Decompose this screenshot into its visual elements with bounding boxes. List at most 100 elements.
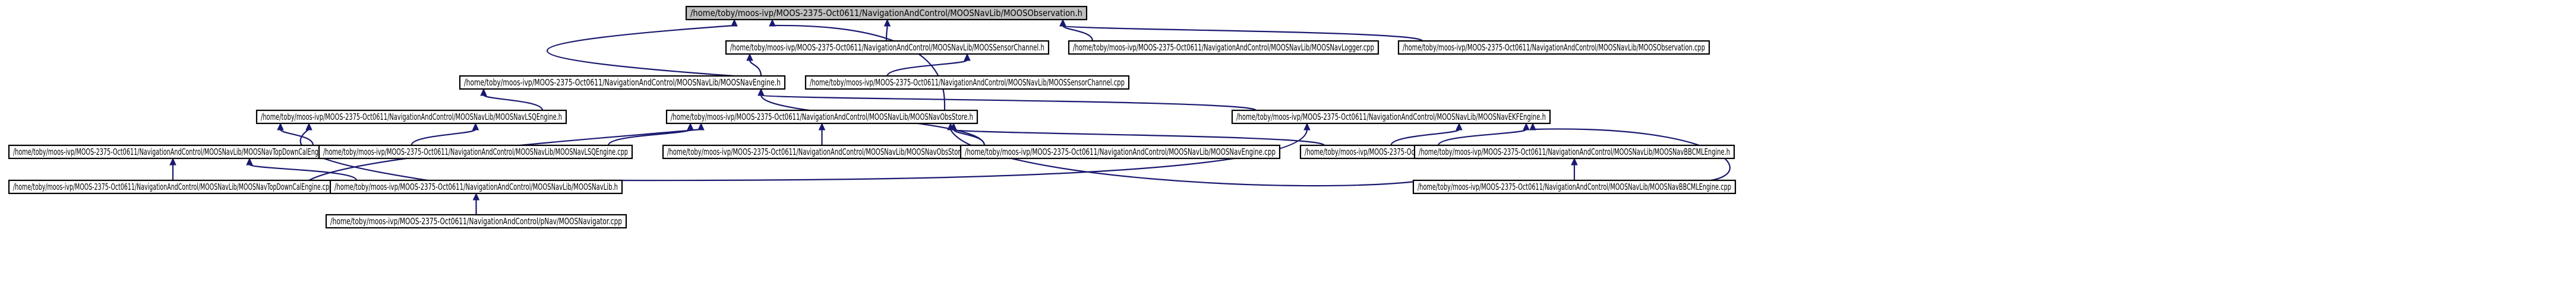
file-node-box [959, 144, 1281, 160]
include-edge-sensor_h-to-engine_h [746, 53, 762, 77]
file-node-box [1413, 144, 1735, 160]
file-node-box [325, 214, 627, 229]
file-node-label: /home/toby/moos-ivp/MOOS-2375-Oct0611/Na… [1403, 42, 1705, 53]
file-node-label: /home/toby/moos-ivp/MOOS-2375-Oct0611/Na… [671, 112, 973, 122]
edge-arrowhead [947, 122, 954, 131]
include-edge-ekf_h-to-bbcml_h [1437, 122, 1530, 146]
edge-line [1390, 128, 1460, 146]
include-edge-lse_h-to-tdc_h [277, 122, 314, 146]
file-node-label: /home/toby/moos-ivp/MOOS-2375-Oct0611/Na… [667, 147, 977, 157]
edges-layer [169, 18, 1731, 215]
file-node-box [1068, 40, 1379, 55]
file-node-sensor-cpp[interactable]: /home/toby/moos-ivp/MOOS-2375-Oct0611/Na… [804, 75, 1130, 90]
file-node-box [665, 109, 978, 125]
file-node-label: /home/toby/moos-ivp/MOOS-2375-Oct0611/Na… [323, 147, 628, 157]
edge-arrowhead [818, 122, 826, 131]
edge-arrowhead [1456, 122, 1463, 131]
edge-line [749, 59, 762, 77]
file-node-box [329, 179, 623, 195]
edge-arrowhead [305, 122, 312, 131]
file-node-label: /home/toby/moos-ivp/MOOS-2375-Oct0611/Na… [464, 77, 781, 88]
file-node-lse-cpp[interactable]: /home/toby/moos-ivp/MOOS-2375-Oct0611/Na… [318, 144, 633, 160]
include-edge-engine_h-to-lse_h [480, 88, 544, 111]
file-node-navigator-cpp[interactable]: /home/toby/moos-ivp/MOOS-2375-Oct0611/Na… [325, 214, 627, 229]
edge-arrowhead [746, 53, 753, 61]
file-node-box [318, 144, 633, 160]
edge-line [760, 94, 1257, 112]
file-node-lse-h[interactable]: /home/toby/moos-ivp/MOOS-2375-Oct0611/Na… [255, 109, 567, 125]
edge-line [1062, 24, 1423, 42]
edge-arrowhead [1303, 122, 1311, 131]
file-node-obsstore-h[interactable]: /home/toby/moos-ivp/MOOS-2375-Oct0611/Na… [665, 109, 978, 125]
include-edge-obsstore_h-to-engine_cpp [950, 122, 986, 146]
edge-arrowhead [1523, 122, 1530, 131]
edge-arrowhead [169, 157, 176, 166]
edge-arrowhead [697, 122, 705, 131]
file-node-navlib-h[interactable]: /home/toby/moos-ivp/MOOS-2375-Oct0611/Na… [329, 179, 623, 195]
include-edge-ekf_h-to-ekf_cpp [1390, 122, 1463, 146]
file-node-tdc-cpp[interactable]: /home/toby/moos-ivp/MOOS-2375-Oct0611/Na… [8, 179, 338, 195]
edge-line [1062, 25, 1094, 42]
edge-arrowhead [480, 88, 487, 96]
include-edge-bbcml_h-to-bbcml_cpp [1571, 157, 1578, 181]
include-edge-obsstore_h-to-ekf_cpp [950, 122, 1325, 147]
file-node-engine-h[interactable]: /home/toby/moos-ivp/MOOS-2375-Oct0611/Na… [459, 75, 786, 90]
include-edge-tdc_h-to-navlib_h [246, 157, 358, 181]
edge-arrowhead [1059, 18, 1066, 27]
file-node-box [1412, 179, 1737, 195]
edge-line [299, 129, 428, 182]
include-edge-obsstore_h-to-obsstore_cpp [818, 122, 826, 145]
include-edge-obs_h-to-obs_cpp [1059, 18, 1423, 42]
file-node-tdc-h[interactable]: /home/toby/moos-ivp/MOOS-2375-Oct0611/Na… [8, 144, 338, 160]
file-node-label: /home/toby/moos-ivp/MOOS-2375-Oct0611/Na… [730, 42, 1044, 53]
file-node-label: /home/toby/moos-ivp/MOOS-2375-Oct0611/Na… [1236, 112, 1546, 122]
file-node-label: /home/toby/moos-ivp/MOOS-2375-Oct0611/Na… [1073, 42, 1374, 53]
edge-arrowhead [1529, 122, 1536, 131]
file-node-bbcml-h[interactable]: /home/toby/moos-ivp/MOOS-2375-Oct0611/Na… [1413, 144, 1735, 160]
edge-line [411, 128, 476, 146]
nodes-layer: /home/toby/moos-ivp/MOOS-2375-Oct0611/Na… [8, 5, 1737, 229]
edge-arrowhead [687, 122, 694, 131]
file-node-engine-cpp[interactable]: /home/toby/moos-ivp/MOOS-2375-Oct0611/Na… [959, 144, 1281, 160]
file-node-box [1397, 40, 1710, 55]
edge-line [248, 163, 358, 181]
edge-line [279, 129, 314, 146]
include-edge-obs_h-to-logger_cpp [1059, 18, 1094, 42]
file-node-label: /home/toby/moos-ivp/MOOS-2375-Oct0611/Na… [965, 147, 1276, 157]
file-node-sensor-h[interactable]: /home/toby/moos-ivp/MOOS-2375-Oct0611/Na… [725, 40, 1050, 55]
file-node-box [1231, 109, 1551, 125]
include-edge-ekf_h-to-navlib_h [594, 122, 1311, 182]
include-edge-lse_h-to-navlib_h [299, 122, 428, 182]
edge-arrowhead [883, 18, 891, 27]
edge-line [594, 129, 1308, 182]
file-node-ekf-h[interactable]: /home/toby/moos-ivp/MOOS-2375-Oct0611/Na… [1231, 109, 1551, 125]
file-node-bbcml-cpp[interactable]: /home/toby/moos-ivp/MOOS-2375-Oct0611/Na… [1412, 179, 1737, 195]
file-node-label: /home/toby/moos-ivp/MOOS-2375-Oct0611/Na… [330, 216, 622, 227]
edge-line [482, 94, 544, 111]
file-node-label: /home/toby/moos-ivp/MOOS-2375-Oct0611/Na… [810, 77, 1125, 88]
edge-arrowhead [731, 18, 738, 27]
edge-arrowhead [472, 122, 479, 131]
file-node-label: /home/toby/moos-ivp/MOOS-2375-Oct0611/Na… [334, 182, 618, 192]
file-node-obs-cpp[interactable]: /home/toby/moos-ivp/MOOS-2375-Oct0611/Na… [1397, 40, 1710, 55]
file-node-logger-cpp[interactable]: /home/toby/moos-ivp/MOOS-2375-Oct0611/Na… [1068, 40, 1379, 55]
edge-line [952, 128, 1325, 147]
edge-line [886, 59, 968, 77]
edge-arrowhead [964, 53, 971, 61]
include-edge-sensor_h-to-sensor_cpp [886, 53, 971, 77]
edge-line [546, 24, 735, 77]
file-node-label: /home/toby/moos-ivp/MOOS-2375-Oct0611/Na… [13, 182, 333, 192]
file-node-label: /home/toby/moos-ivp/MOOS-2375-Oct0611/Na… [1419, 147, 1730, 157]
file-node-obs-h: /home/toby/moos-ivp/MOOS-2375-Oct0611/Na… [685, 5, 1088, 21]
include-edge-tdc_h-to-tdc_cpp [169, 157, 176, 181]
edge-arrowhead [246, 157, 253, 166]
edge-arrowhead [472, 192, 480, 201]
file-node-label: /home/toby/moos-ivp/MOOS-2375-Oct0611/Na… [13, 147, 333, 157]
edge-arrowhead [1571, 157, 1578, 166]
file-node-box [685, 5, 1088, 21]
file-node-obsstore-cpp[interactable]: /home/toby/moos-ivp/MOOS-2375-Oct0611/Na… [662, 144, 982, 160]
edge-line [952, 129, 986, 146]
file-node-box [804, 75, 1130, 90]
edge-line [1437, 128, 1527, 146]
